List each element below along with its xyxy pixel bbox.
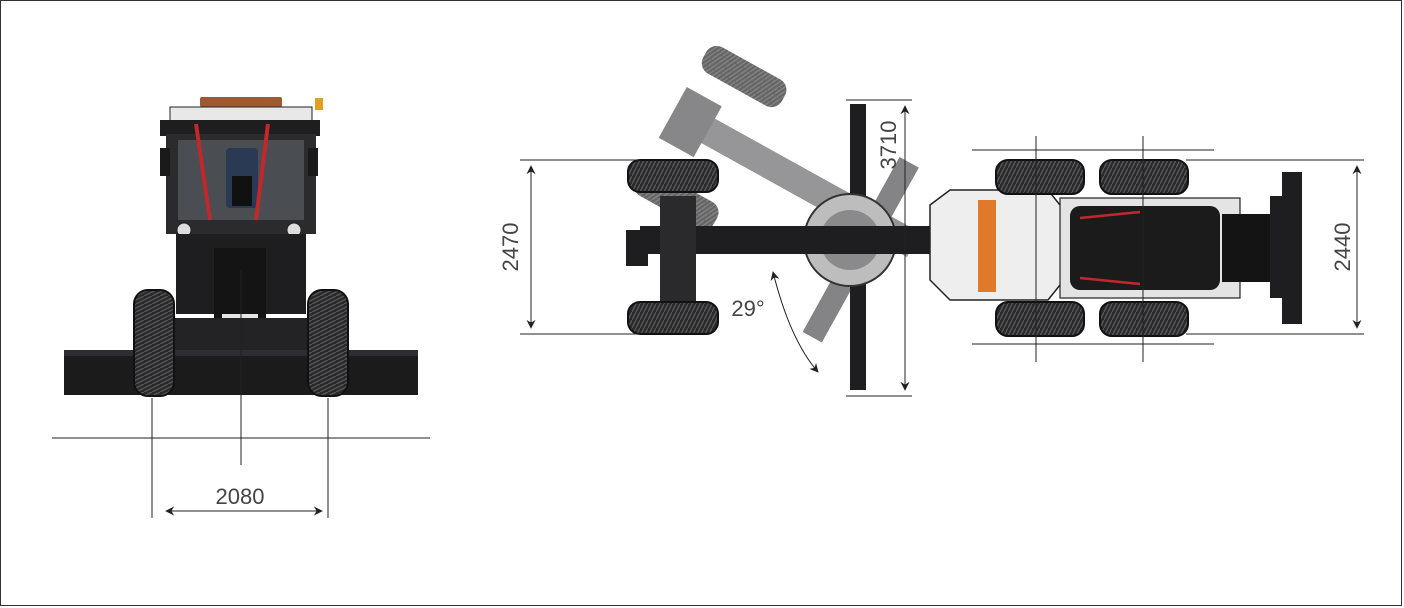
- track-width-label: 2080: [216, 484, 265, 509]
- engine-hood: [1070, 206, 1220, 290]
- steer-angle-arc: [770, 271, 819, 373]
- front-tire-left: [133, 289, 175, 397]
- front-tire-top-left: [627, 159, 719, 193]
- light-bar: [200, 97, 282, 107]
- rear-tire-3: [995, 301, 1085, 337]
- beacon-icon: [315, 98, 323, 110]
- roof-light-bar-top: [978, 200, 996, 292]
- rear-tire-2: [1099, 159, 1189, 195]
- top-view-dimension-lines: [520, 99, 1364, 397]
- rear-tire-4: [1099, 301, 1189, 337]
- rear-ripper: [1270, 196, 1282, 298]
- front-tire-top-right: [627, 301, 719, 335]
- front-tire-right: [307, 289, 349, 397]
- top-view-machine: [626, 104, 1302, 390]
- rear-tire-1: [995, 159, 1085, 195]
- front-view-dimension-lines: [52, 270, 430, 518]
- front-axle-width-label: 2470: [498, 223, 523, 272]
- blade-width-label: 3710: [876, 121, 901, 170]
- steer-angle-label: 29°: [731, 296, 764, 321]
- rear-width-label: 2440: [1330, 223, 1355, 272]
- cab-roof-top: [929, 189, 1065, 301]
